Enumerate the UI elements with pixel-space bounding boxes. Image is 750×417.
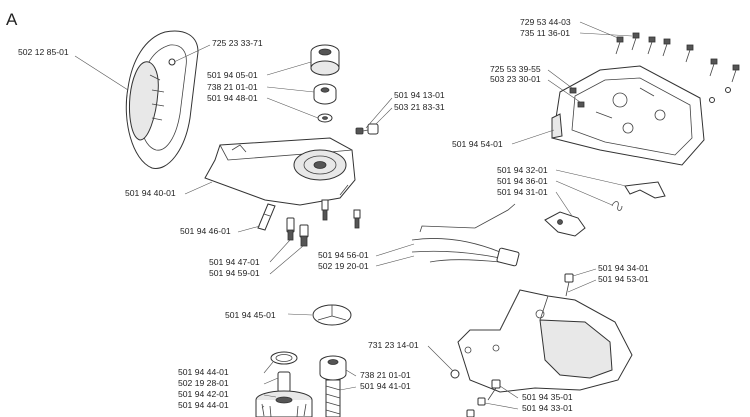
cover-screws bbox=[569, 87, 585, 108]
label-trigger-b: 501 94 36-01 bbox=[497, 176, 548, 186]
top-screws bbox=[615, 32, 740, 103]
label-trigger-a: 501 94 32-01 bbox=[497, 165, 548, 175]
label-switch: 502 19 20-01 bbox=[318, 261, 369, 271]
clutch-bearing bbox=[313, 83, 337, 105]
housing-screw bbox=[355, 123, 379, 135]
label-bracket: 501 94 46-01 bbox=[180, 226, 231, 236]
label-clutch-drum: 501 94 05-01 bbox=[207, 70, 258, 80]
clutch-washer bbox=[317, 113, 333, 123]
label-top-screw-a: 729 53 44-03 bbox=[520, 17, 571, 27]
label-handle-screw-b: 501 94 33-01 bbox=[522, 403, 573, 413]
label-screw-a: 501 94 13-01 bbox=[394, 90, 445, 100]
label-nut: 731 23 14-01 bbox=[368, 340, 419, 350]
label-disc: 501 94 45-01 bbox=[225, 310, 276, 320]
disc bbox=[312, 304, 352, 326]
label-handle-bar: 502 12 85-01 bbox=[18, 47, 69, 57]
label-cover-screw-a: 725 53 39-55 bbox=[490, 64, 541, 74]
gear-cover bbox=[551, 65, 705, 166]
clutch-drum bbox=[310, 44, 340, 76]
label-top-screw-b: 735 11 36-01 bbox=[520, 28, 570, 38]
label-handle-screw: 725 23 33-71 bbox=[212, 38, 263, 48]
label-gear-a: 501 94 42-01 bbox=[178, 389, 229, 399]
rear-handle bbox=[457, 289, 633, 393]
label-shaft-bearing: 738 21 01-01 bbox=[360, 370, 411, 380]
bracket bbox=[257, 203, 276, 231]
gear-housing bbox=[204, 137, 356, 206]
label-cover-screw-b: 503 23 30-01 bbox=[490, 74, 541, 84]
lower-gear-stack bbox=[255, 351, 313, 417]
label-gear-b: 501 94 44-01 bbox=[178, 400, 229, 410]
label-rear-screw-b: 501 94 53-01 bbox=[598, 274, 649, 284]
bolts bbox=[286, 199, 361, 247]
label-pin: 502 19 28-01 bbox=[178, 378, 229, 388]
label-screw-b: 503 21 83-31 bbox=[394, 102, 445, 112]
section-letter: A bbox=[6, 10, 18, 29]
label-bearing-ring: 501 94 44-01 bbox=[178, 367, 229, 377]
label-gear-housing: 501 94 40-01 bbox=[125, 188, 176, 198]
label-shaft-gear: 501 94 41-01 bbox=[360, 381, 411, 391]
label-bolt-a: 501 94 47-01 bbox=[209, 257, 260, 267]
label-clutch-bearing: 738 21 01-01 bbox=[207, 82, 258, 92]
rear-handle-screws bbox=[450, 273, 574, 417]
label-clutch-washer: 501 94 48-01 bbox=[207, 93, 258, 103]
label-wire: 501 94 56-01 bbox=[318, 250, 369, 260]
label-rear-screw-a: 501 94 34-01 bbox=[598, 263, 649, 273]
label-handle-screw-a: 501 94 35-01 bbox=[522, 392, 573, 402]
label-trigger-c: 501 94 31-01 bbox=[497, 187, 548, 197]
front-handle-bar bbox=[125, 30, 199, 169]
wire-and-switch bbox=[411, 203, 520, 267]
label-bolt-b: 501 94 59-01 bbox=[209, 268, 260, 278]
trigger-parts bbox=[544, 181, 666, 237]
shaft-gear bbox=[319, 355, 347, 417]
label-cover: 501 94 54-01 bbox=[452, 139, 503, 149]
